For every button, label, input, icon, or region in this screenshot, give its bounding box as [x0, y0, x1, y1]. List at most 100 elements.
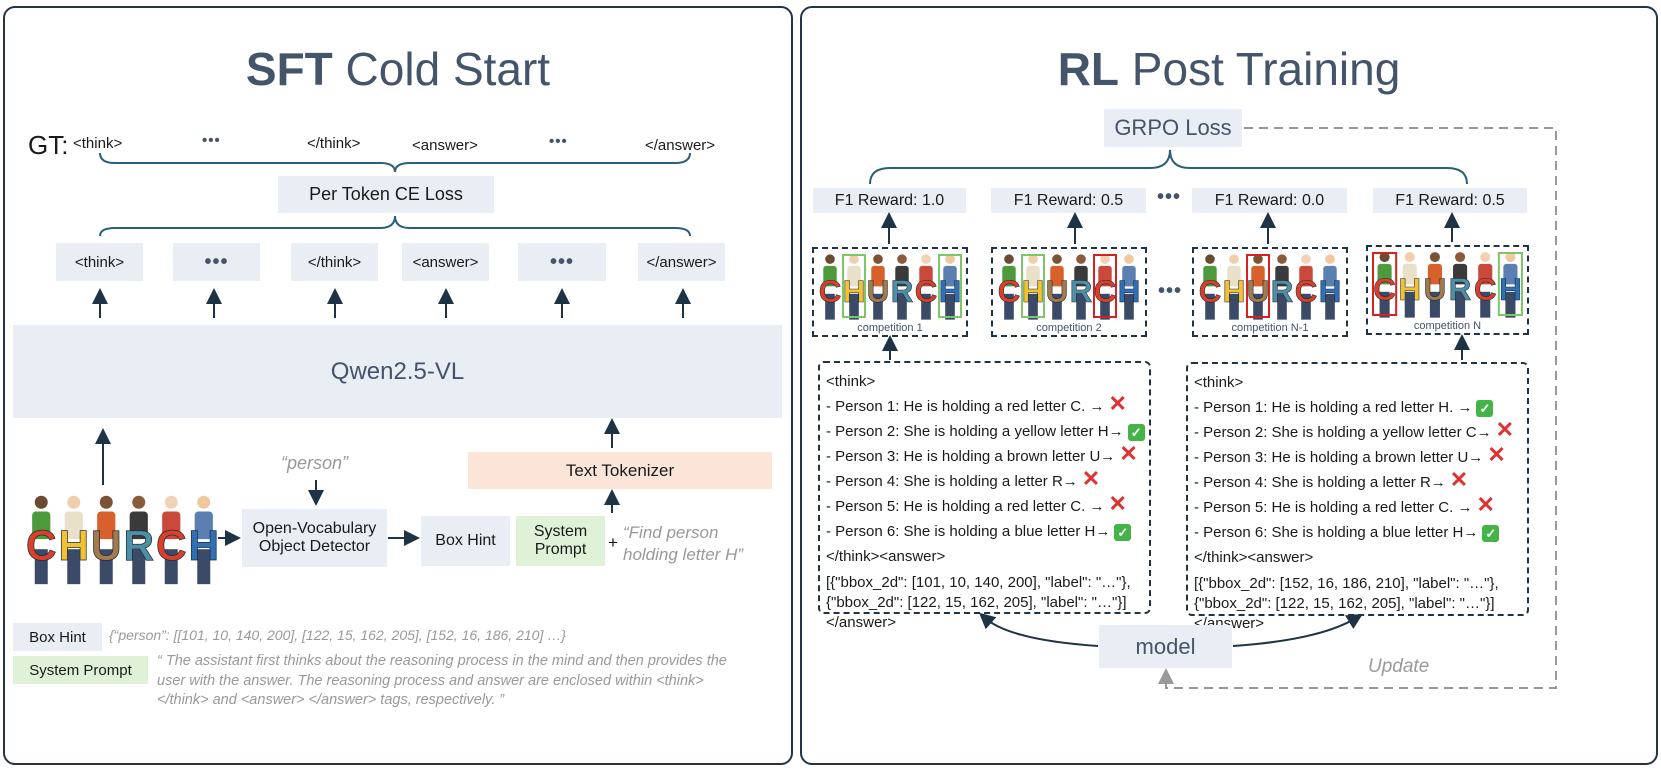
- competition-caption: competition 1: [857, 322, 923, 334]
- reasoning-line-text: - Person 2: She is holding a yellow lett…: [826, 423, 1124, 440]
- output-token-dots: •••: [518, 243, 606, 281]
- output-token: <answer>: [402, 243, 489, 281]
- rl-title: RL Post Training: [1057, 43, 1401, 95]
- svg-text:H: H: [1319, 274, 1342, 309]
- think-close: </think><answer>: [1194, 549, 1314, 566]
- person-figure: U: [1045, 254, 1069, 320]
- person-figure: C: [1093, 254, 1117, 320]
- check-mark-icon: ✓: [1114, 523, 1132, 541]
- qwen-model-box: Qwen2.5-VL: [13, 325, 782, 418]
- person-figure: U: [1246, 254, 1270, 320]
- detection-box: [938, 254, 962, 318]
- svg-text:R: R: [891, 274, 914, 309]
- reasoning-line-text: - Person 5: He is holding a red letter C…: [1194, 499, 1473, 516]
- svg-text:H: H: [1398, 272, 1421, 307]
- answer-json: {"bbox_2d": [122, 15, 162, 205], "label"…: [1194, 595, 1495, 612]
- svg-text:H: H: [939, 274, 962, 309]
- system-prompt-box: System Prompt: [516, 516, 605, 566]
- svg-text:H: H: [1499, 272, 1522, 307]
- reasoning-line-text: - Person 2: She is holding a yellow lett…: [1194, 424, 1492, 441]
- person-figure: H: [1021, 254, 1045, 320]
- svg-text:H: H: [1118, 274, 1141, 309]
- svg-text:U: U: [1046, 274, 1069, 309]
- reasoning-line: - Person 6: She is holding a blue letter…: [826, 519, 1143, 544]
- reasoning-line: - Person 6: She is holding a blue letter…: [1194, 520, 1521, 545]
- reasoning-line: - Person 1: He is holding a red letter C…: [826, 391, 1143, 419]
- svg-text:U: U: [1247, 274, 1270, 309]
- wrong-mark-icon: ✕: [1449, 467, 1469, 492]
- svg-text:R: R: [1070, 274, 1093, 309]
- person-figure: R: [1270, 254, 1294, 320]
- detector-box: Open-Vocabulary Object Detector: [242, 509, 387, 567]
- reasoning-line: - Person 1: He is holding a red letter H…: [1194, 395, 1521, 420]
- update-label: Update: [1368, 656, 1430, 677]
- reasoning-line: - Person 4: She is holding a letter R→✕: [1194, 467, 1521, 495]
- person-figure: U: [866, 254, 890, 320]
- policy-model-box: model: [1099, 625, 1232, 668]
- reasoning-line-text: - Person 3: He is holding a brown letter…: [826, 448, 1116, 465]
- svg-text:C: C: [1474, 272, 1497, 307]
- gt-token: </think>: [307, 135, 361, 152]
- person-figure: R: [890, 254, 914, 320]
- output-token: </think>: [291, 243, 378, 281]
- reward-box: F1 Reward: 0.5: [1373, 188, 1527, 213]
- svg-text:R: R: [1271, 274, 1294, 309]
- svg-text:C: C: [1295, 274, 1318, 309]
- wrong-mark-icon: ✕: [1108, 491, 1127, 516]
- person-figure: H: [1398, 252, 1421, 318]
- person-figure: H: [842, 254, 866, 320]
- box-hint-box: Box Hint: [421, 516, 510, 566]
- person-figure: C: [1198, 254, 1222, 320]
- competition-caption: competition 2: [1036, 322, 1102, 334]
- person-figure: H: [1318, 254, 1342, 320]
- svg-text:C: C: [819, 274, 842, 309]
- reasoning-line: - Person 3: He is holding a brown letter…: [1194, 442, 1521, 470]
- detection-box: [1093, 254, 1117, 318]
- check-mark-icon: ✓: [1482, 524, 1500, 542]
- wrong-mark-icon: ✕: [1119, 441, 1138, 466]
- think-close: </think><answer>: [826, 548, 946, 565]
- reward-box: F1 Reward: 0.0: [1192, 188, 1347, 213]
- gt-dots: •••: [202, 132, 221, 149]
- person-figure: C: [1474, 252, 1497, 318]
- gt-dots: •••: [549, 133, 568, 150]
- svg-text:U: U: [867, 274, 890, 309]
- competition-caption: competition N: [1413, 320, 1482, 332]
- person-figure: C: [1373, 252, 1396, 318]
- reasoning-line-text: - Person 1: He is holding a red letter H…: [1194, 399, 1473, 416]
- output-token: </answer>: [638, 243, 725, 281]
- svg-text:R: R: [1449, 272, 1472, 307]
- person-figure: R: [1069, 254, 1093, 320]
- person-quote: “person”: [281, 453, 349, 473]
- ce-loss-box: Per Token CE Loss: [278, 176, 494, 213]
- person-figure: H: [1499, 252, 1522, 318]
- svg-text:H: H: [1022, 274, 1045, 309]
- answer-json: [{"bbox_2d": [152, 16, 186, 210], "label…: [1194, 575, 1499, 592]
- find-quote: “Find person holding letter H”: [623, 523, 744, 564]
- legend-box-hint-label: Box Hint: [13, 623, 102, 651]
- wrong-mark-icon: ✕: [1487, 442, 1506, 467]
- wrong-mark-icon: ✕: [1495, 417, 1515, 442]
- person-figure: C: [914, 254, 938, 320]
- svg-text:C: C: [915, 274, 938, 309]
- svg-text:C: C: [998, 274, 1021, 309]
- wrong-mark-icon: ✕: [1108, 391, 1127, 416]
- answer-close: </answer>: [826, 614, 897, 631]
- gt-token: <answer>: [412, 137, 478, 154]
- think-open: <think>: [1194, 374, 1244, 391]
- person-figure: U: [1423, 252, 1447, 318]
- competition-caption: competition N-1: [1231, 322, 1309, 334]
- reasoning-line-text: - Person 6: She is holding a blue letter…: [826, 523, 1111, 540]
- person-figure: R: [1448, 252, 1472, 318]
- sft-title: SFT Cold Start: [245, 43, 551, 95]
- person-figure: C: [1294, 254, 1318, 320]
- person-figure: C: [997, 254, 1021, 320]
- reward-box: F1 Reward: 1.0: [813, 188, 966, 213]
- detection-box: [1021, 254, 1045, 318]
- reasoning-line-text: - Person 6: She is holding a blue letter…: [1194, 524, 1479, 541]
- wrong-mark-icon: ✕: [1476, 492, 1495, 517]
- reasoning-line: - Person 2: She is holding a yellow lett…: [1194, 417, 1521, 445]
- think-open: <think>: [826, 373, 876, 390]
